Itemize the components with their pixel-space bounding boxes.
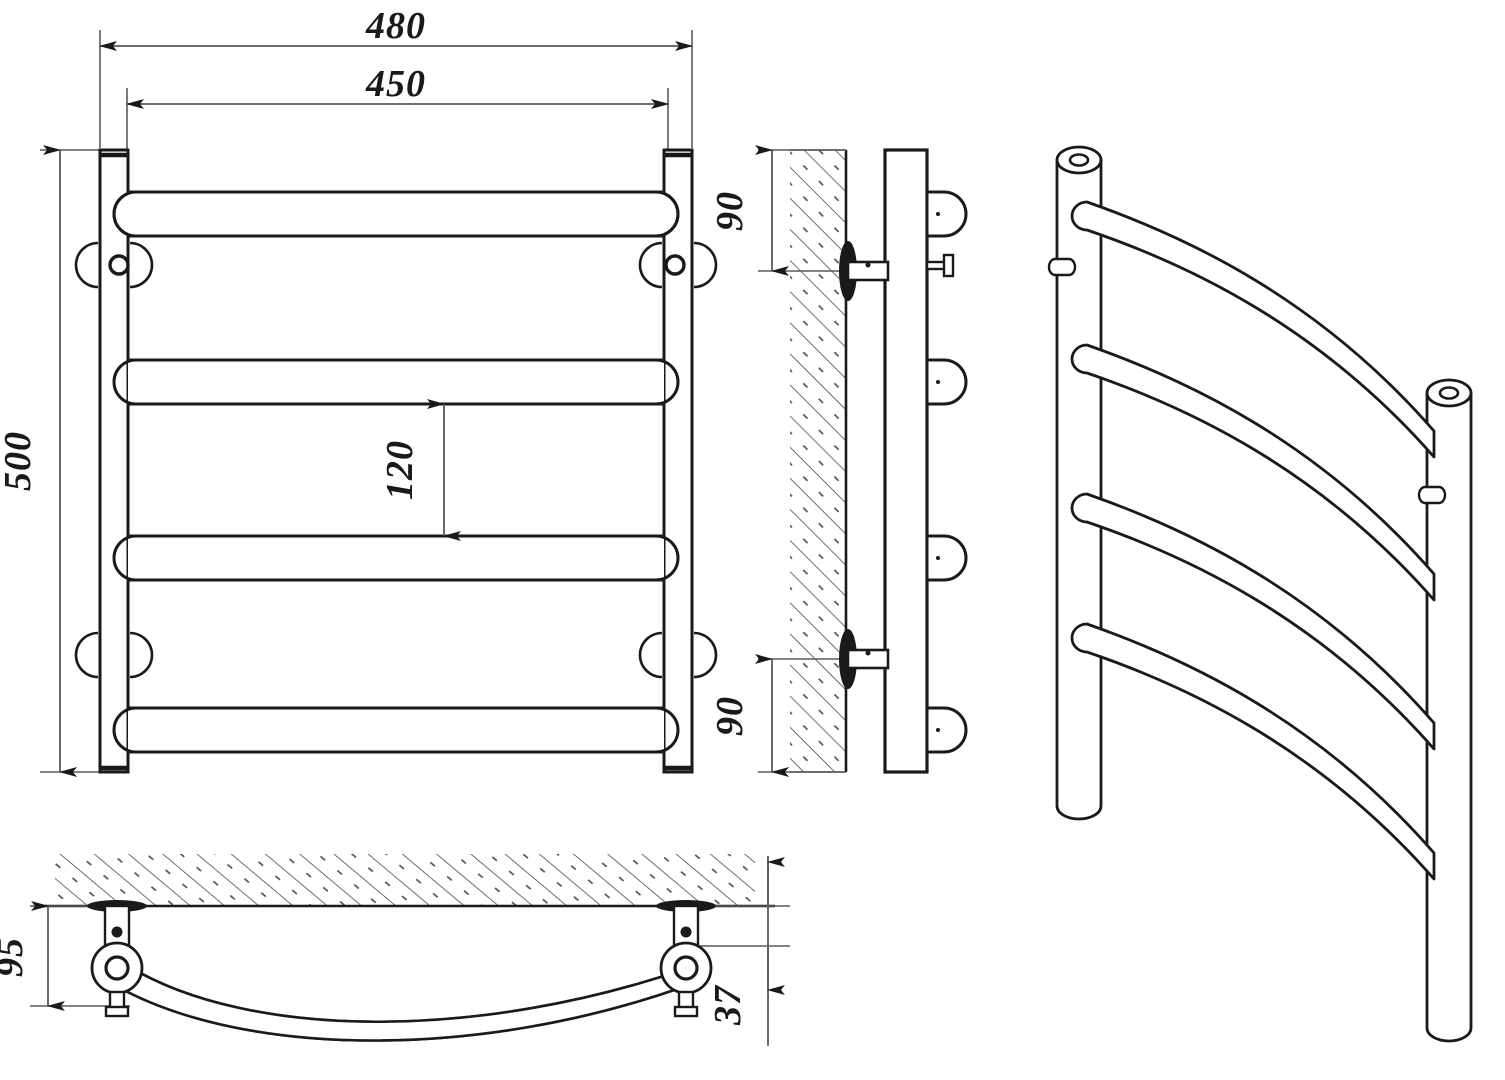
front-bracket-top-left: [74, 241, 154, 289]
dim-95-label: 95: [0, 937, 31, 977]
front-bracket-bottom-left: [74, 631, 154, 679]
isometric-3d-view: [1047, 145, 1473, 1043]
front-right-post: [662, 148, 694, 774]
dim-37-label: 37: [707, 984, 749, 1026]
iso-rail-2: [1070, 343, 1436, 602]
side-rail-stub-4: [925, 706, 968, 754]
side-rail-stub-2: [925, 358, 968, 406]
iso-rail-1: [1070, 200, 1436, 459]
front-bracket-bottom-right: [638, 631, 718, 679]
side-section-view: 90 90: [709, 145, 968, 777]
side-rail-stub-3: [925, 534, 968, 582]
front-rail-4: [112, 706, 680, 754]
front-rail-1: [112, 190, 680, 238]
side-wall-section: [790, 149, 848, 773]
dim-450-label: 450: [365, 63, 426, 105]
plan-wall-section: [38, 854, 775, 908]
side-bracket-bottom: [839, 629, 890, 689]
front-bracket-top-right: [638, 241, 718, 289]
dim-480-label: 480: [365, 5, 426, 47]
dim-90-bottom-label: 90: [709, 696, 751, 736]
dim-90-top-label: 90: [709, 191, 751, 231]
front-rail-2: [112, 358, 680, 406]
side-rail-stub-1: [925, 190, 968, 238]
dim-120-label: 120: [379, 440, 421, 500]
iso-rail-3: [1070, 492, 1436, 751]
front-elevation-view: 480 450 500: [0, 5, 718, 777]
side-bracket-top: [839, 241, 890, 301]
front-left-post: [98, 148, 130, 774]
iso-right-nipple: [1417, 485, 1447, 505]
iso-left-post: [1055, 145, 1103, 821]
iso-left-nipple: [1047, 257, 1077, 277]
front-rail-3: [112, 534, 680, 582]
iso-right-post: [1425, 378, 1473, 1043]
bottom-plan-view: 95 37: [0, 854, 790, 1046]
dim-500-label: 500: [0, 431, 39, 491]
side-post: [883, 148, 929, 774]
iso-rail-4: [1070, 622, 1436, 881]
side-nipple: [925, 253, 955, 278]
